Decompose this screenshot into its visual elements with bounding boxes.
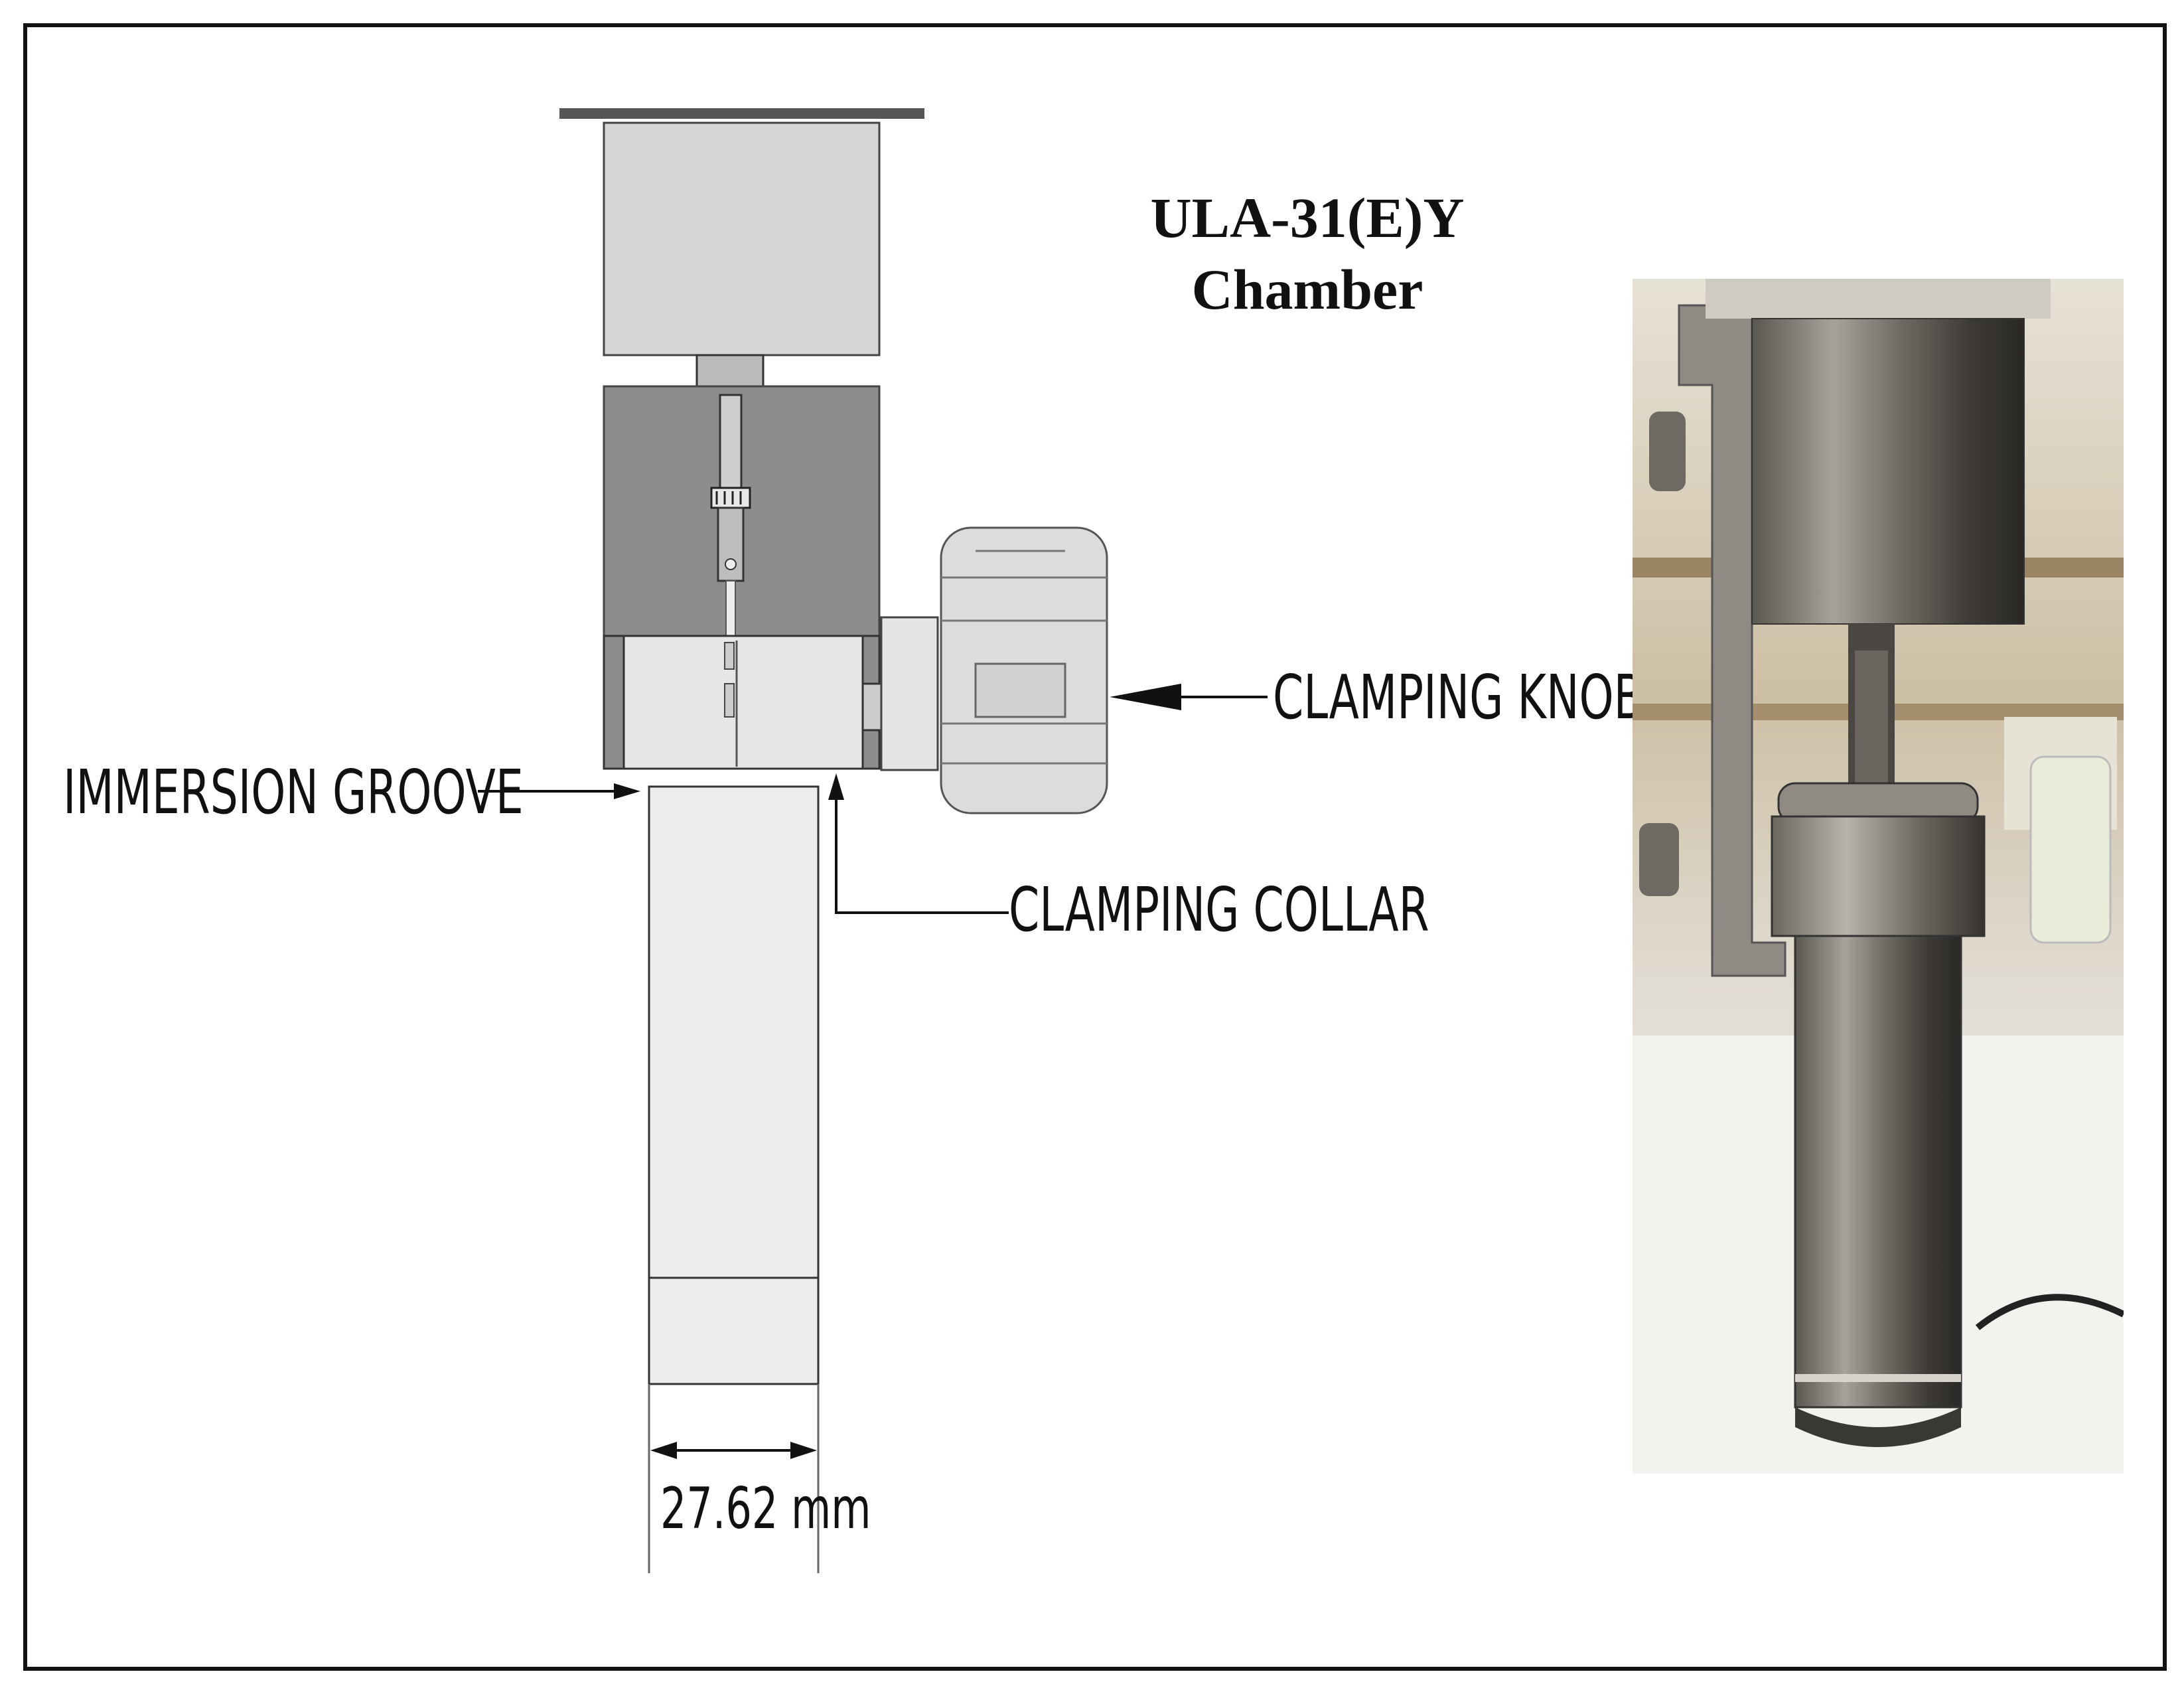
motor-housing — [603, 121, 881, 356]
clamping-knob-label: CLAMPING KNOB — [1273, 662, 1644, 733]
spindle-shaft — [719, 394, 743, 489]
spindle-tip — [725, 580, 736, 638]
knob-mount — [880, 616, 939, 771]
photo-of-chamber-image — [1633, 279, 2124, 1474]
chamber-title-line1: ULA-31(E)Y — [1150, 186, 1465, 250]
immersion-groove-label: IMMERSION GROOVE — [63, 757, 524, 828]
clamping-collar-arrow — [835, 793, 1009, 914]
clamping-collar-label: CLAMPING COLLAR — [1009, 874, 1429, 945]
top-plate — [559, 108, 924, 119]
chamber-title-line2: Chamber — [1191, 258, 1423, 321]
chamber-end-cap — [648, 1276, 820, 1385]
diameter-dimension-label: 27.62 mm — [660, 1476, 871, 1542]
figure-frame — [23, 23, 2167, 1671]
clamping-collar-band — [606, 635, 877, 770]
chamber-photo — [1633, 279, 2124, 1474]
